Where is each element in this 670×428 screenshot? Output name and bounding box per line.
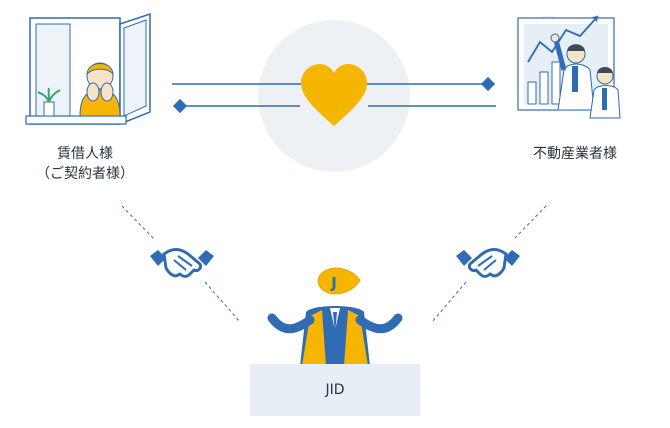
diamond-right xyxy=(480,76,496,92)
jid-label: JID xyxy=(325,382,345,398)
tenant-label: 賃借人様 （ご契約者様） xyxy=(20,144,150,184)
handshake-icon-right xyxy=(456,248,520,278)
dashed-connectors xyxy=(121,205,547,323)
agency-label: 不動産業者様 xyxy=(533,146,617,162)
tenant-illustration xyxy=(25,12,151,126)
handshake-icon-left xyxy=(150,248,214,278)
heart-icon xyxy=(301,64,367,126)
diamond-left xyxy=(172,98,188,114)
connection-lines xyxy=(172,83,496,107)
jid-box: JID xyxy=(250,364,420,416)
agency-illustration xyxy=(517,15,621,119)
jid-badge-letter: J xyxy=(330,274,337,292)
jid-mascot: J xyxy=(267,267,403,366)
tenant-label-line2: （ご契約者様） xyxy=(36,166,134,182)
tenant-label-line1: 賃借人様 xyxy=(57,146,113,162)
